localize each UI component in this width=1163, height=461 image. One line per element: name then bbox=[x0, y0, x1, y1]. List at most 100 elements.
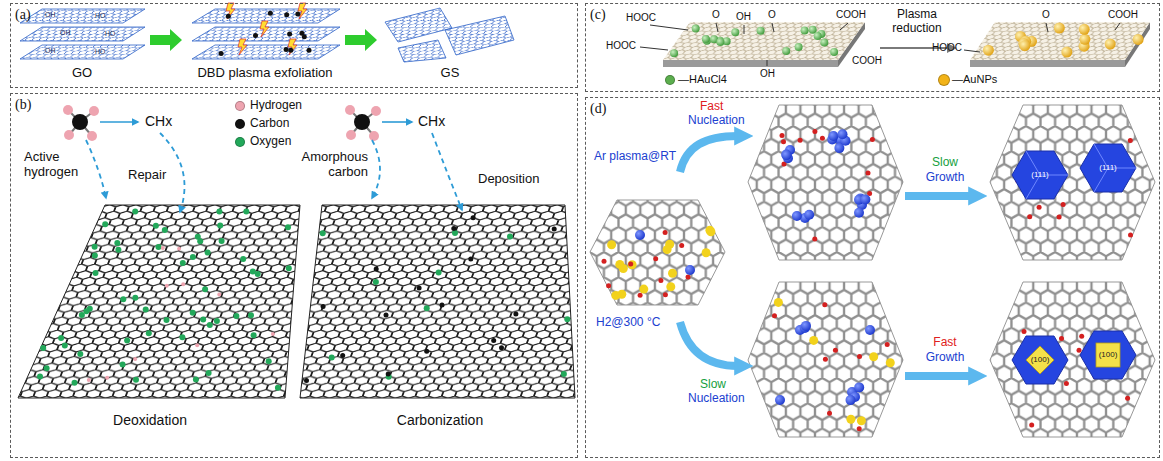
oxygen-atom bbox=[115, 247, 121, 253]
atom-dots bbox=[37, 11, 1144, 432]
species-label: Active hydrogen bbox=[24, 150, 88, 180]
oxygen-atom bbox=[206, 370, 212, 376]
precursor-sphere bbox=[809, 26, 817, 34]
carbon-atom bbox=[226, 14, 231, 19]
precursor-atom bbox=[611, 291, 620, 300]
precursor-atom bbox=[619, 264, 628, 273]
species-label: Amorphous carbon bbox=[290, 150, 368, 180]
oxygen-atom bbox=[812, 236, 817, 241]
metal-atom bbox=[801, 321, 811, 331]
illustration-part bbox=[990, 105, 1155, 260]
illustration-part bbox=[372, 140, 380, 198]
panel-letter: (a) bbox=[15, 7, 31, 22]
oxygen-atom bbox=[92, 253, 98, 259]
oxygen-atom bbox=[266, 358, 272, 364]
oxygen-atom bbox=[153, 223, 159, 229]
illustration-part bbox=[398, 40, 446, 62]
facet-label: (100) bbox=[1099, 350, 1118, 359]
carbon-atom bbox=[386, 372, 391, 377]
oxygen-atom bbox=[1128, 138, 1133, 143]
carbon-atom bbox=[302, 34, 307, 39]
precursor-atom bbox=[857, 416, 866, 425]
oxygen-atom bbox=[833, 348, 838, 353]
oxygen-atom bbox=[653, 256, 658, 261]
precursor-sphere bbox=[670, 49, 678, 57]
illustration-part bbox=[64, 130, 74, 140]
process-label: Plasma reduction bbox=[880, 8, 954, 36]
illustration-part bbox=[432, 133, 462, 210]
precursor-atom bbox=[809, 336, 818, 345]
oxygen-atom bbox=[207, 322, 213, 328]
panel-letter: (d) bbox=[590, 101, 606, 116]
group-label: OH bbox=[760, 68, 775, 80]
precursor-atom bbox=[639, 285, 648, 294]
carbon-atom bbox=[451, 226, 456, 231]
oxygen-atom bbox=[132, 295, 138, 301]
precursor-atom bbox=[706, 227, 715, 236]
hydrogen-atom bbox=[105, 376, 109, 380]
group-label: OH bbox=[45, 11, 56, 19]
precursor-sphere bbox=[830, 48, 838, 56]
illustration-part bbox=[744, 25, 745, 34]
oxygen-atom bbox=[606, 283, 611, 288]
oxygen-atom bbox=[373, 279, 379, 285]
rate-label: Slow bbox=[932, 156, 958, 170]
illustration-part bbox=[18, 205, 300, 398]
illustration-part bbox=[748, 105, 903, 260]
illustration-part bbox=[905, 372, 972, 380]
oxygen-atom bbox=[132, 209, 138, 215]
legend-swatch bbox=[235, 137, 245, 147]
oxygen-atom bbox=[320, 230, 326, 236]
metal-atom bbox=[854, 208, 864, 218]
illustration-part bbox=[86, 140, 106, 198]
oxygen-atom bbox=[240, 256, 246, 262]
illustration-part bbox=[226, 3, 307, 55]
carbon-atom bbox=[417, 286, 422, 291]
illustration-part bbox=[680, 322, 738, 366]
oxygen-atom bbox=[251, 332, 257, 338]
oxygen-atom bbox=[686, 274, 691, 279]
group-label: OH bbox=[60, 29, 71, 37]
carbon-atom bbox=[471, 215, 476, 220]
oxygen-atom bbox=[823, 357, 828, 362]
oxygen-atom bbox=[1079, 334, 1084, 339]
carbon-atom bbox=[513, 312, 518, 317]
sample-label: GO bbox=[72, 66, 92, 81]
precursor-sphere bbox=[801, 27, 809, 35]
illustration-part bbox=[1094, 144, 1136, 192]
group-label: HOOC bbox=[932, 42, 962, 54]
oxygen-atom bbox=[102, 221, 108, 227]
precursor-atom bbox=[886, 358, 895, 367]
step-label: Growth bbox=[926, 351, 965, 365]
condition-label: Ar plasma@RT bbox=[594, 150, 676, 164]
carbon-atom bbox=[440, 303, 445, 308]
illustration-part bbox=[663, 22, 865, 60]
carbon-atom bbox=[284, 12, 289, 17]
oxygen-atom bbox=[146, 330, 152, 336]
oxygen-atom bbox=[217, 223, 223, 229]
oxygen-atom bbox=[507, 233, 513, 239]
process-label: Deposition bbox=[478, 172, 539, 187]
reaction-arrow bbox=[100, 121, 138, 123]
illustration-part bbox=[640, 47, 668, 50]
oxygen-atom bbox=[164, 317, 170, 323]
oxygen-atom bbox=[602, 259, 607, 264]
illustration-part bbox=[1046, 23, 1048, 32]
illustration-part bbox=[990, 105, 1155, 260]
oxygen-atom bbox=[114, 240, 120, 246]
group-label: HO bbox=[95, 48, 106, 56]
oxygen-atom bbox=[62, 343, 68, 349]
carbon-atom bbox=[287, 31, 292, 36]
oxygen-atom bbox=[275, 385, 281, 391]
hydrogen-atom bbox=[133, 357, 137, 361]
bond-sticks bbox=[640, 23, 1120, 66]
illustration-part bbox=[970, 22, 1150, 60]
group-label: O bbox=[1042, 9, 1050, 21]
hydrogen-atom bbox=[177, 247, 181, 251]
oxygen-atom bbox=[197, 238, 203, 244]
oxygen-atom bbox=[1022, 329, 1027, 334]
illustration-part bbox=[1026, 151, 1068, 199]
illustration-part bbox=[1012, 336, 1068, 384]
